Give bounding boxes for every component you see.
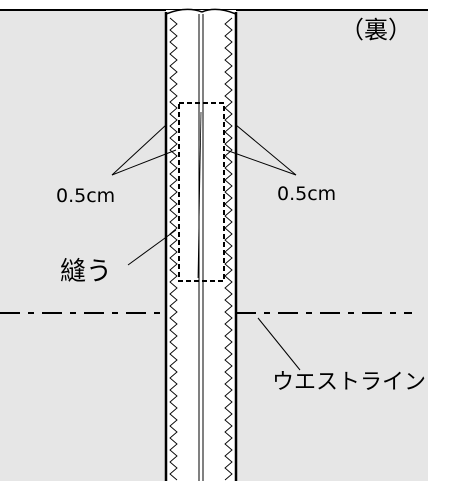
leader-left-outer — [111, 124, 167, 176]
leader-left-inner — [111, 149, 177, 176]
seam-allowance-left-label: 0.5cm — [56, 185, 116, 207]
waistline-label: ウエストライン — [272, 370, 427, 395]
fold-right-top — [201, 8, 237, 15]
overlock-stitch-left — [169, 17, 178, 481]
side-label: （裏） — [340, 16, 412, 44]
slit-line — [197, 111, 202, 279]
fold-left-top — [165, 8, 203, 15]
seam-strip — [166, 10, 236, 481]
sew-label: 縫う — [60, 257, 113, 287]
overlock-stitch-right — [224, 17, 233, 481]
leader-waistline — [257, 317, 301, 371]
leader-right-outer — [235, 124, 297, 176]
stitching-box — [178, 102, 225, 282]
leader-sew — [127, 229, 177, 266]
seam-allowance-right-label: 0.5cm — [277, 183, 337, 205]
leader-right-inner — [225, 149, 297, 176]
